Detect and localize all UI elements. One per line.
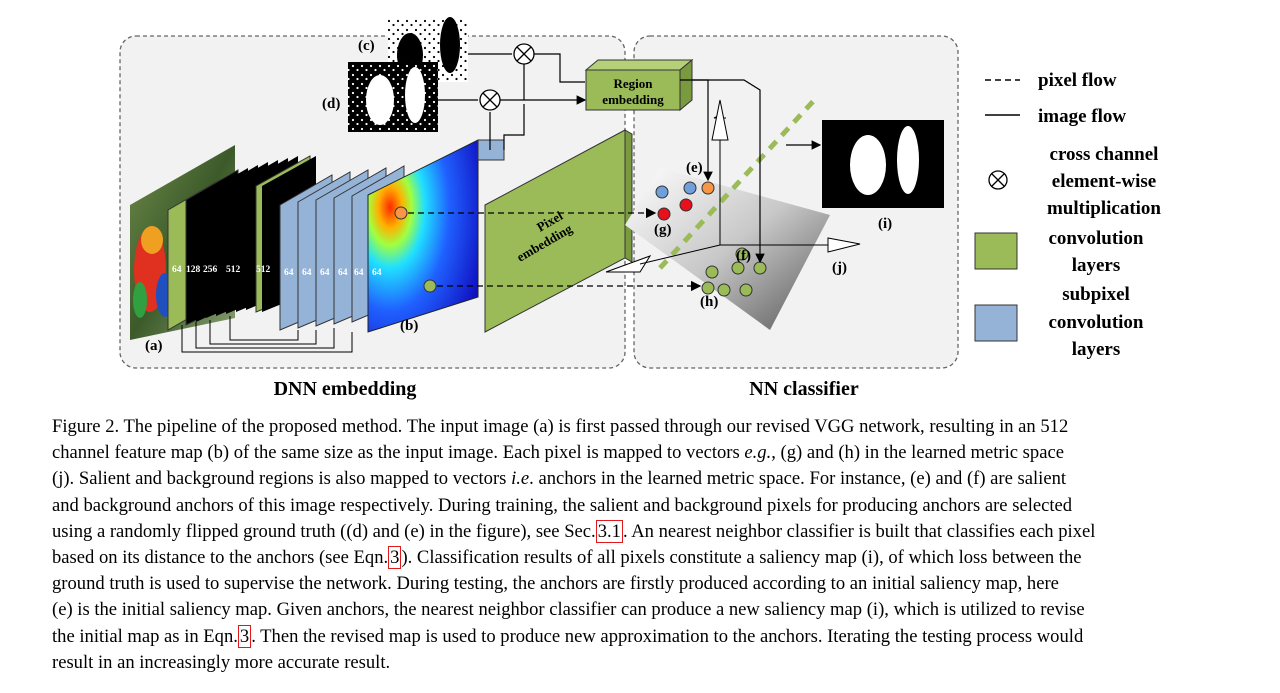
pixel-point-orange: [394, 206, 408, 220]
caption-line-5: using a randomly flipped ground truth ((…: [52, 519, 1096, 543]
label-j: (j): [832, 260, 847, 276]
caption-line-2: channel feature map (b) of the same size…: [52, 442, 1064, 464]
anchor-point-orange: [701, 181, 715, 195]
region-flow-f: [680, 79, 765, 264]
conv-channel-128: 128: [186, 265, 201, 275]
conv-channel-256: 256: [203, 265, 218, 275]
subpixel-64-1: 64: [284, 268, 294, 278]
label-e: (e): [686, 160, 703, 176]
pixel-point-g2: [731, 261, 745, 275]
legend-conv-2: layers: [1072, 255, 1121, 276]
subpixel-64-6: 64: [372, 268, 382, 278]
legend-pixel-flow: pixel flow: [1038, 70, 1117, 91]
anchor-point-red1: [657, 207, 671, 221]
equation-link[interactable]: 3: [388, 546, 402, 570]
legend-swatch-blue: [974, 304, 1018, 342]
subpixel-64-2: 64: [302, 268, 312, 278]
pixel-point-g5: [739, 283, 753, 297]
pixel-point-g7: [735, 247, 749, 261]
pixel-point-g1: [705, 265, 719, 279]
caption-line-10: result in an increasingly more accurate …: [52, 651, 391, 673]
pixel-point-g4: [717, 283, 731, 297]
figure-caption: Figure 2. The pipeline of the proposed m…: [52, 414, 1240, 676]
conv-channel-512a: 512: [226, 265, 241, 275]
label-a: (a): [145, 338, 163, 354]
legend-cross-2: element-wise: [1052, 171, 1156, 192]
legend-sub-3: layers: [1072, 339, 1121, 360]
caption-line-8: (e) is the initial saliency map. Given a…: [52, 599, 1085, 621]
label-d: (d): [322, 96, 340, 112]
pixel-embedding-slab: [484, 129, 633, 333]
caption-line-9: the initial map as in Eqn.3. Then the re…: [52, 624, 1084, 648]
legend-swatch-green: [974, 232, 1018, 270]
subpixel-64-4: 64: [338, 268, 348, 278]
caption-line-4: and background anchors of this image res…: [52, 494, 1073, 516]
legend-cross-3: multiplication: [1047, 198, 1161, 219]
equation-link-2[interactable]: 3: [237, 624, 252, 648]
region-embedding-box: [584, 58, 694, 112]
separator-line: [658, 94, 820, 270]
skip-connections: [181, 316, 353, 353]
region-embedding-line1: Region: [614, 76, 654, 91]
label-b: (b): [400, 318, 418, 334]
multiply-symbol-bottom: [479, 89, 501, 111]
conv-channel-64: 64: [172, 265, 182, 275]
caption-line-3: (j). Salient and background regions is a…: [52, 468, 1067, 490]
pixel-point-g6: [701, 281, 715, 295]
label-f: (f): [736, 248, 751, 264]
axis-left: [605, 255, 652, 273]
legend-image-flow: image flow: [1038, 106, 1126, 127]
input-flow: [503, 104, 525, 150]
subpixel-64-5: 64: [354, 268, 364, 278]
legend-conv-1: convolution: [1048, 228, 1143, 249]
anchor-point-blue1: [655, 185, 669, 199]
pixel-point-g3: [753, 261, 767, 275]
metric-space: [625, 168, 830, 330]
label-c: (c): [358, 38, 375, 54]
legend-sub-1: subpixel: [1062, 284, 1130, 305]
legend: [974, 79, 1020, 342]
region-embedding-line2: embedding: [602, 92, 664, 107]
multiply-symbol-top: [513, 43, 535, 65]
caption-line-7: ground truth is used to supervise the ne…: [52, 573, 1059, 595]
flows-to-multiply: [438, 53, 585, 150]
pipeline-figure: 64 128 256 512 512 64 64 64 64 64 64 (c)…: [119, 17, 1161, 400]
caption-line-1: Figure 2. The pipeline of the proposed m…: [52, 416, 1069, 437]
anchor-point-red2: [679, 198, 693, 212]
caption-line-6: based on its distance to the anchors (se…: [52, 546, 1082, 570]
label-h: (h): [700, 294, 718, 310]
label-i: (i): [878, 216, 892, 232]
anchor-point-blue2: [683, 181, 697, 195]
conv-channel-512b: 512: [256, 265, 271, 275]
pixel-point-green: [423, 279, 437, 293]
section-link[interactable]: 3.1: [595, 519, 623, 543]
legend-cross-1: cross channel: [1050, 144, 1159, 165]
saliency-map: [822, 120, 944, 208]
label-g: (g): [654, 222, 672, 238]
panel-title-dnn: DNN embedding: [274, 378, 417, 400]
legend-sub-2: convolution: [1048, 312, 1143, 333]
subpixel-64-3: 64: [320, 268, 330, 278]
feature-map: [367, 139, 505, 333]
panel-title-nn: NN classifier: [749, 378, 859, 400]
